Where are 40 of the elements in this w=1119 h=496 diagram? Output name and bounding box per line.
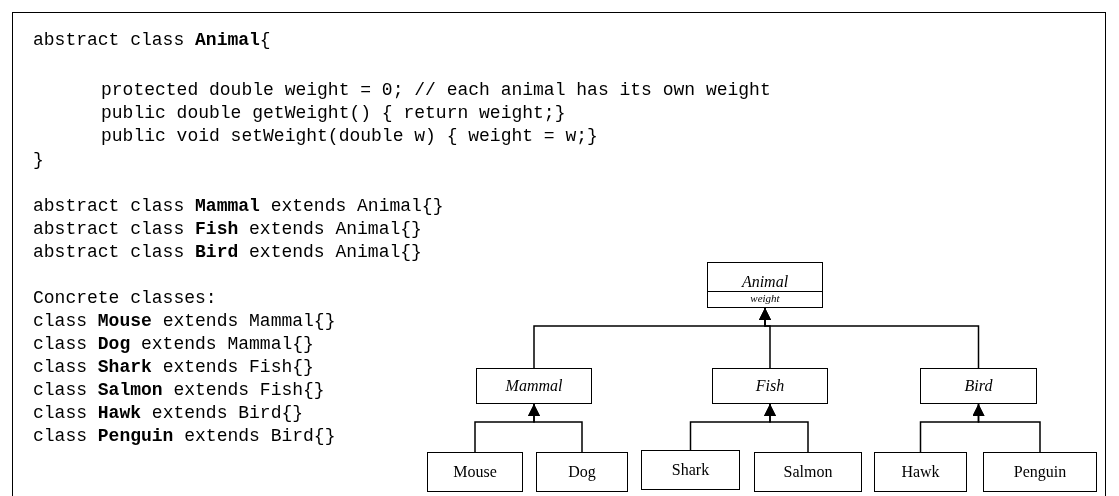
inheritance-arrow <box>759 307 980 369</box>
code-line: } <box>33 149 44 171</box>
class-name: Animal <box>740 273 790 291</box>
class-name: Salmon <box>782 463 834 481</box>
class-name: Hawk <box>900 463 941 481</box>
code-line: abstract class Fish extends Animal{} <box>33 218 422 240</box>
code-line: class Penguin extends Bird{} <box>33 425 336 447</box>
code-line: abstract class Animal{ <box>33 29 271 51</box>
class-box <box>754 452 862 492</box>
code-line: public void setWeight(double w) { weight = w;} <box>101 125 598 147</box>
code-line: class Salmon extends Fish{} <box>33 379 325 401</box>
class-name: Dog <box>567 463 597 481</box>
code-line: class Mouse extends Mammal{} <box>33 310 336 332</box>
code-line: class Shark extends Fish{} <box>33 356 314 378</box>
code-line: abstract class Bird extends Animal{} <box>33 241 422 263</box>
abstract-class-box <box>712 368 828 404</box>
class-box <box>641 450 740 490</box>
class-name: Shark <box>670 461 711 479</box>
abstract-class-box <box>920 368 1037 404</box>
code-line: public double getWeight() { return weight;} <box>101 102 566 124</box>
class-box <box>427 452 523 492</box>
code-line: abstract class Mammal extends Animal{} <box>33 195 444 217</box>
code-line: class Hawk extends Bird{} <box>33 402 304 424</box>
abstract-class-box <box>476 368 592 404</box>
code-line: protected double weight = 0; // each animal has its own weight <box>101 79 771 101</box>
abstract-class-box <box>707 262 823 308</box>
class-name: Mammal <box>504 377 564 395</box>
class-box <box>983 452 1097 492</box>
class-box <box>536 452 628 492</box>
inheritance-arrow <box>528 403 583 453</box>
class-name: Penguin <box>1012 463 1068 481</box>
class-name: Mouse <box>452 463 498 481</box>
class-box <box>874 452 967 492</box>
code-line: Concrete classes: <box>33 287 217 309</box>
inheritance-arrow <box>972 403 1041 453</box>
class-name: Fish <box>754 377 786 395</box>
class-name: Bird <box>963 377 994 395</box>
code-line: class Dog extends Mammal{} <box>33 333 314 355</box>
attribute-name: weight <box>708 291 822 307</box>
inheritance-arrow <box>764 403 809 453</box>
